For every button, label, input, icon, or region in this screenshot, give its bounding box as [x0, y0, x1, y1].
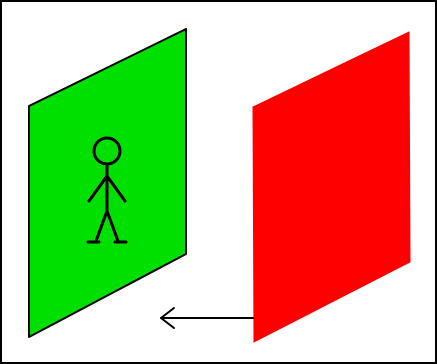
red-panel: [252, 31, 411, 343]
arrow-left-icon: [160, 307, 254, 329]
stick-figure-legs: [94, 209, 120, 243]
stick-figure-icon: [86, 136, 128, 244]
arrow-head: [160, 307, 175, 329]
stick-figure-arms: [87, 174, 127, 203]
